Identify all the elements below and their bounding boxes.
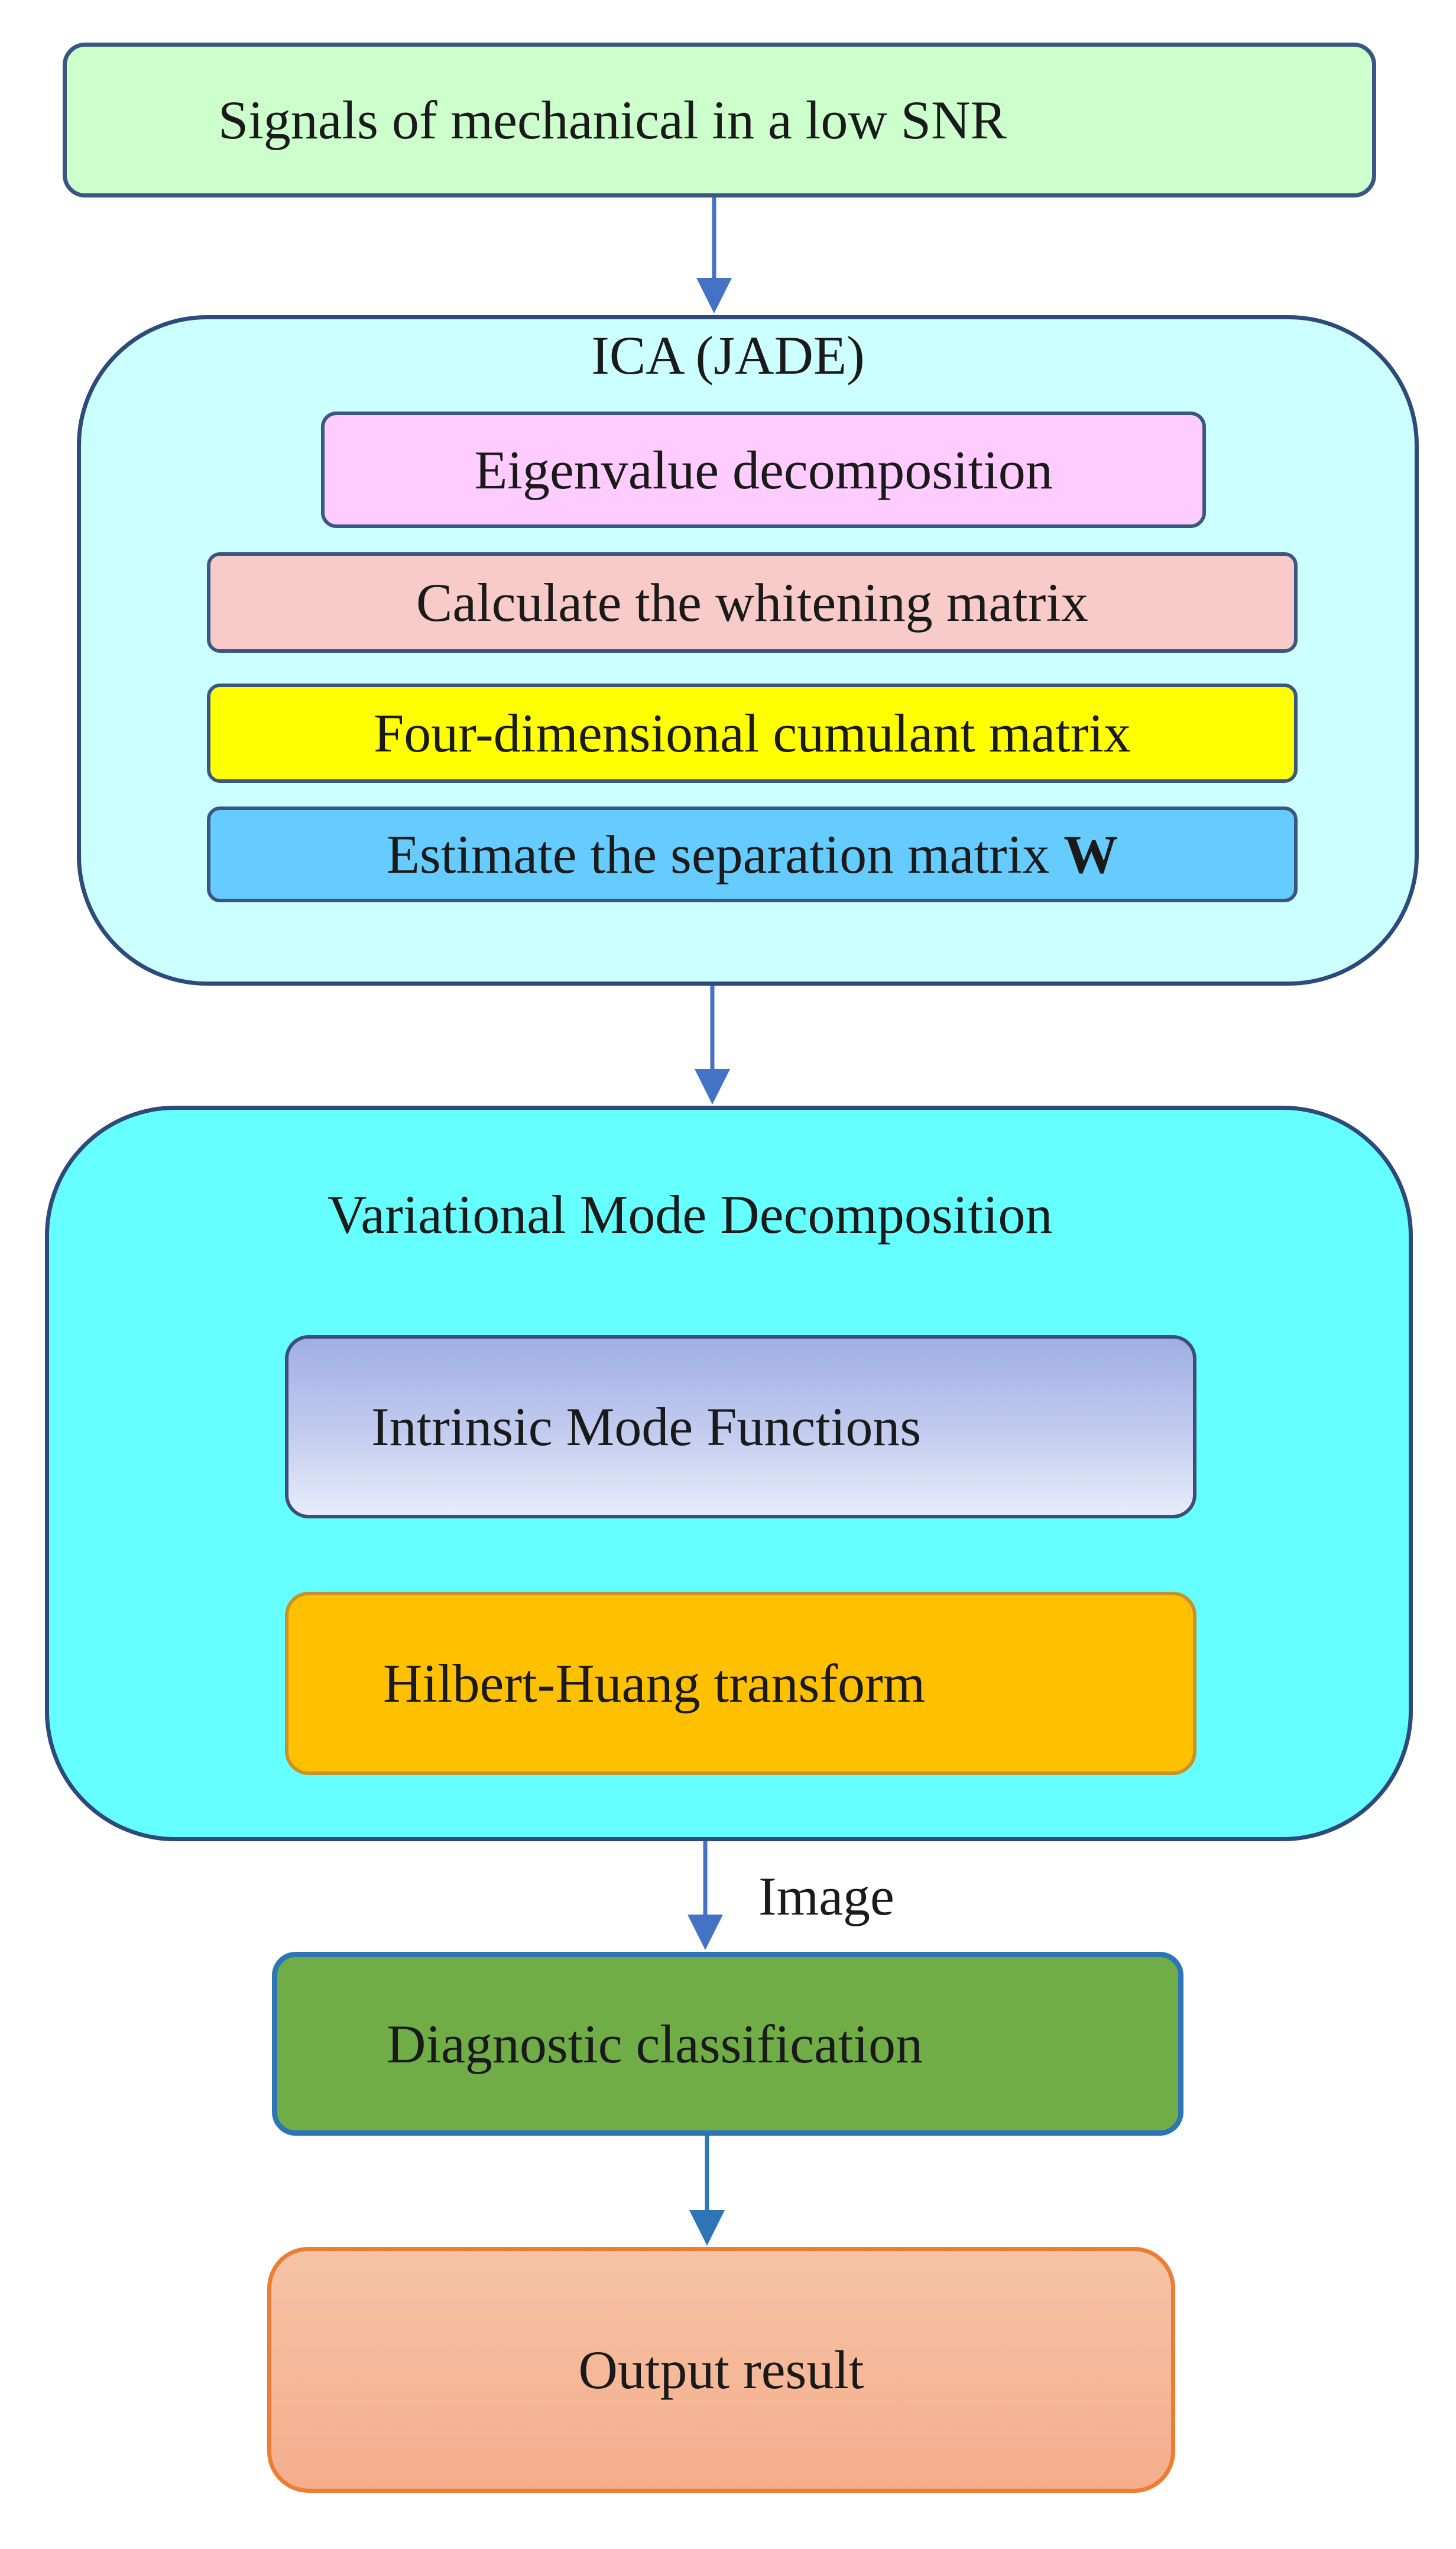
diagnostic-classification-box: Diagnostic classification <box>272 1952 1183 2136</box>
arrow-vmd-to-diagnostic <box>688 1841 723 1950</box>
separation-matrix-symbol: W <box>1063 824 1118 885</box>
ica-title: ICA (JADE) <box>591 325 865 386</box>
arrow-diagnostic-to-output <box>689 2136 725 2246</box>
arrow-signals-to-ica <box>696 197 732 313</box>
eigenvalue-decomposition-label: Eigenvalue decomposition <box>474 439 1053 500</box>
signals-input-box: Signals of mechanical in a low SNR <box>63 43 1376 197</box>
intrinsic-mode-functions-label: Intrinsic Mode Functions <box>371 1397 922 1457</box>
cumulant-matrix-label: Four-dimensional cumulant matrix <box>374 703 1131 763</box>
eigenvalue-decomposition-box: Eigenvalue decomposition <box>321 412 1206 528</box>
hilbert-huang-transform-label: Hilbert-Huang transform <box>383 1653 926 1714</box>
cumulant-matrix-box: Four-dimensional cumulant matrix <box>207 684 1298 783</box>
vmd-title: Variational Mode Decomposition <box>327 1184 1053 1245</box>
output-result-label: Output result <box>578 2340 864 2400</box>
separation-matrix-box: Estimate the separation matrix W <box>207 807 1298 902</box>
output-result-box: Output result <box>267 2247 1175 2493</box>
intrinsic-mode-functions-box: Intrinsic Mode Functions <box>285 1335 1196 1518</box>
whitening-matrix-label: Calculate the whitening matrix <box>416 572 1088 633</box>
hilbert-huang-transform-box: Hilbert-Huang transform <box>285 1592 1196 1775</box>
diagnostic-classification-label: Diagnostic classification <box>387 2013 923 2074</box>
separation-matrix-label: Estimate the separation matrix <box>386 824 1050 885</box>
signals-label: Signals of mechanical in a low SNR <box>218 90 1007 150</box>
arrow-ica-to-vmd <box>695 986 730 1105</box>
whitening-matrix-box: Calculate the whitening matrix <box>207 552 1298 653</box>
edge-label-image: Image <box>758 1866 894 1926</box>
